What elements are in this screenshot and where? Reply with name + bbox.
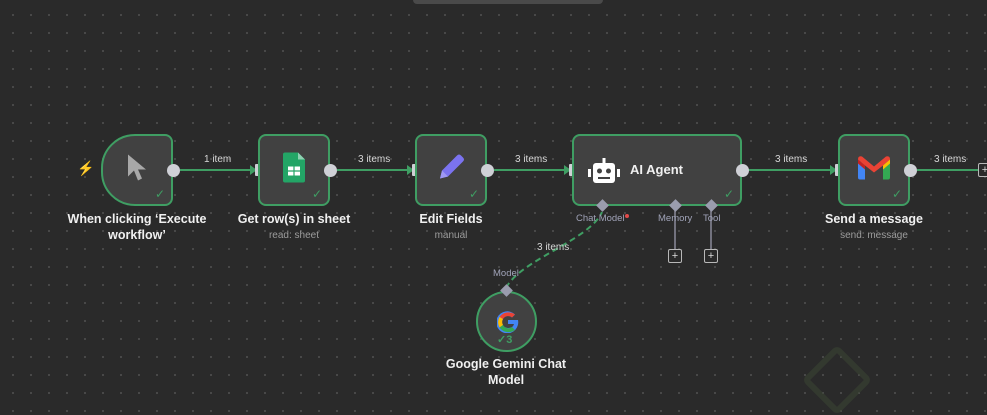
node-google-gemini[interactable]: ✓3 xyxy=(476,291,537,352)
output-handle[interactable] xyxy=(904,164,917,177)
edge-gemini-agent xyxy=(505,211,603,289)
model-port-label: Model xyxy=(493,268,519,279)
node-title: Send a message xyxy=(825,212,923,226)
top-toolbar-edge xyxy=(413,0,603,4)
node-manual-trigger[interactable]: ✓ xyxy=(101,134,173,206)
success-check-icon: ✓ xyxy=(311,187,322,201)
node-subtitle: read: sheet xyxy=(268,230,320,241)
node-subtitle: manual xyxy=(434,230,468,241)
success-check-icon: ✓ xyxy=(723,187,734,201)
tool-port-label: Tool xyxy=(703,213,721,224)
google-g-icon xyxy=(496,311,519,338)
success-check-icon: ✓ xyxy=(891,187,902,201)
output-handle[interactable] xyxy=(324,164,337,177)
robot-icon xyxy=(588,158,620,191)
run-count-badge: ✓3 xyxy=(497,334,513,346)
edge-label: 3 items xyxy=(775,154,808,165)
run-count: 3 xyxy=(506,334,513,346)
node-title: Google Gemini Chat Model xyxy=(445,357,567,387)
pencil-icon xyxy=(436,153,466,188)
cursor-icon xyxy=(126,153,148,188)
output-handle[interactable] xyxy=(167,164,180,177)
edge-arrow xyxy=(564,165,571,175)
output-handle[interactable] xyxy=(736,164,749,177)
node-title: When clicking ‘Execute workflow’ xyxy=(67,212,207,242)
chat-model-port-label: Chat Model xyxy=(576,213,629,224)
node-google-sheets[interactable]: ✓ xyxy=(258,134,330,206)
add-tool-button[interactable]: + xyxy=(704,249,718,263)
success-check-icon: ✓ xyxy=(154,187,165,201)
add-node-button[interactable]: + xyxy=(978,163,987,177)
success-check-icon: ✓ xyxy=(468,187,479,201)
edge-arrow xyxy=(250,165,257,175)
node-subtitle: send: message xyxy=(840,230,908,241)
edge-label: 3 items xyxy=(358,154,391,165)
google-sheets-icon xyxy=(283,152,305,188)
node-gmail[interactable]: ✓ xyxy=(838,134,910,206)
memory-port-label: Memory xyxy=(658,213,693,224)
port-label-text: Chat Model xyxy=(576,213,625,224)
node-edit-fields[interactable]: ✓ xyxy=(415,134,487,206)
node-title: AI Agent xyxy=(630,162,683,177)
edge-arrow xyxy=(830,165,837,175)
edge-label: 3 items xyxy=(934,154,967,165)
gmail-icon xyxy=(858,156,890,185)
required-indicator xyxy=(624,214,629,218)
edge-label: 3 items xyxy=(515,154,548,165)
edge-label: 3 items xyxy=(537,242,570,253)
edge-label: 1 item xyxy=(204,154,232,165)
edge-arrow xyxy=(407,165,414,175)
add-memory-button[interactable]: + xyxy=(668,249,682,263)
node-title: Get row(s) in sheet xyxy=(237,212,351,226)
bolt-icon: ⚡ xyxy=(77,160,95,176)
node-ai-agent[interactable]: AI Agent ✓ xyxy=(572,134,742,206)
node-title: Edit Fields xyxy=(419,212,483,226)
output-handle[interactable] xyxy=(481,164,494,177)
